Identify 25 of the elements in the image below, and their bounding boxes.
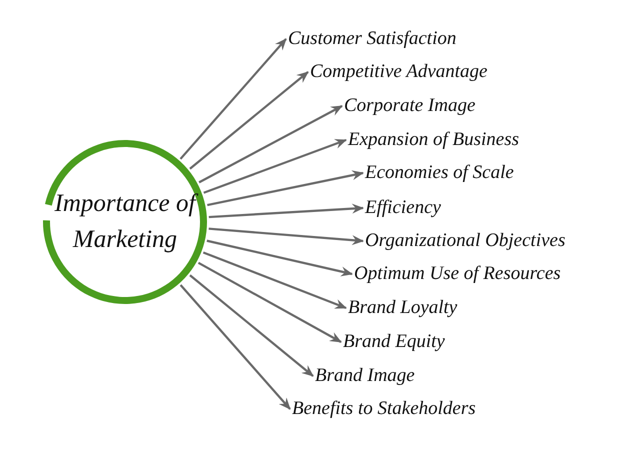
arrow — [206, 240, 353, 276]
arrow — [189, 71, 309, 170]
benefit-label: Customer Satisfaction — [288, 28, 456, 50]
benefit-label: Competitive Advantage — [310, 61, 488, 83]
benefit-label: Optimum Use of Resources — [354, 263, 561, 285]
arrow — [208, 228, 364, 246]
benefit-label: Efficiency — [365, 197, 441, 219]
benefit-label: Brand Image — [315, 365, 415, 387]
central-topic: Importance of Marketing — [50, 186, 200, 258]
arrow — [180, 38, 287, 160]
arrow — [207, 170, 364, 206]
arrow — [198, 262, 342, 343]
benefit-label: Benefits to Stakeholders — [292, 398, 476, 420]
arrow — [203, 138, 347, 194]
arrow — [198, 105, 343, 184]
arrow — [202, 251, 347, 310]
arrow — [189, 274, 314, 377]
benefit-label: Corporate Image — [344, 95, 476, 117]
benefit-label: Brand Loyalty — [348, 297, 458, 319]
benefit-label: Brand Equity — [343, 331, 445, 353]
arrow — [180, 284, 291, 410]
benefit-label: Economies of Scale — [365, 162, 514, 184]
arrow — [208, 204, 364, 218]
benefit-label: Expansion of Business — [348, 129, 519, 151]
benefit-label: Organizational Objectives — [365, 230, 566, 252]
